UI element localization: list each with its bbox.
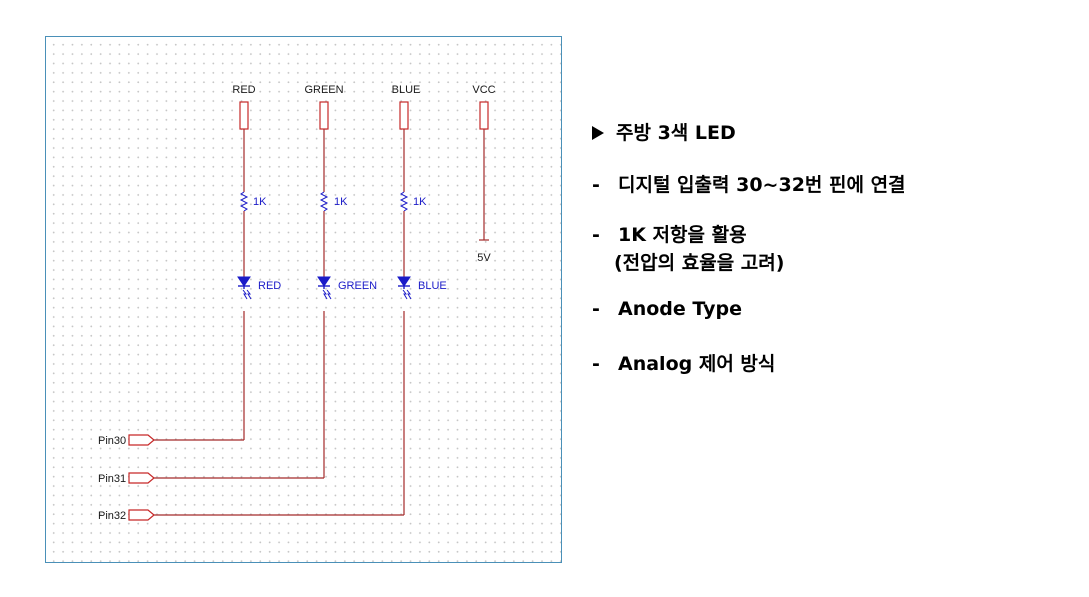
vcc-supply: VCC 5V (472, 84, 495, 264)
connector-green (319, 101, 329, 130)
port-pin30 (128, 434, 155, 446)
note-subtext: (전압의 효율을 고려) (614, 248, 784, 275)
led-label-blue: BLUE (418, 280, 447, 292)
note-text: 1K 저항을 활용 (618, 224, 747, 246)
note-item: -Analog 제어 방식 (592, 349, 775, 376)
resistor-red (239, 191, 249, 212)
led-blue (397, 276, 412, 300)
note-sub: (전압의 효율을 고려) (614, 252, 785, 274)
schematic-canvas: RED 1K RED Pin30 GREEN 1K (98, 84, 496, 522)
net-label-red: RED (232, 84, 255, 96)
led-green (317, 276, 332, 300)
note-text: Anode Type (618, 298, 742, 320)
bullet-dash: - (592, 298, 600, 320)
resistor-label-green: 1K (334, 196, 348, 208)
port-pin32 (128, 509, 155, 521)
connector-red (239, 101, 249, 130)
note-text: Analog 제어 방식 (618, 353, 776, 375)
channel-green: GREEN 1K GREEN Pin31 (98, 84, 377, 485)
note-item: -Anode Type (592, 298, 742, 320)
net-label-vcc: VCC (472, 84, 495, 96)
schematic-diagram: RED 1K RED Pin30 GREEN 1K (45, 36, 562, 563)
connector-vcc (479, 101, 489, 130)
pin-label-30: Pin30 (98, 435, 126, 447)
channel-red: RED 1K RED Pin30 (98, 84, 281, 447)
channel-blue: BLUE 1K BLUE Pin32 (98, 84, 447, 522)
net-label-green: GREEN (304, 84, 343, 96)
led-label-green: GREEN (338, 280, 377, 292)
notes-title-row: 주방 3색 LED (592, 118, 736, 145)
bullet-dash: - (592, 353, 600, 375)
note-text: 디지털 입출력 30~32번 핀에 연결 (618, 174, 906, 196)
play-triangle-icon (592, 126, 604, 140)
resistor-blue (399, 191, 409, 212)
net-label-blue: BLUE (392, 84, 421, 96)
note-item: -1K 저항을 활용 (592, 220, 747, 247)
pin-label-32: Pin32 (98, 510, 126, 522)
note-item: -디지털 입출력 30~32번 핀에 연결 (592, 170, 906, 197)
resistor-green (319, 191, 329, 212)
led-red (237, 276, 252, 300)
bullet-dash: - (592, 224, 600, 246)
bullet-dash: - (592, 174, 600, 196)
led-label-red: RED (258, 280, 281, 292)
port-pin31 (128, 472, 155, 484)
resistor-label-red: 1K (253, 196, 267, 208)
vcc-voltage-label: 5V (477, 252, 491, 264)
connector-blue (399, 101, 409, 130)
notes-title: 주방 3색 LED (616, 122, 736, 144)
pin-label-31: Pin31 (98, 473, 126, 485)
resistor-label-blue: 1K (413, 196, 427, 208)
